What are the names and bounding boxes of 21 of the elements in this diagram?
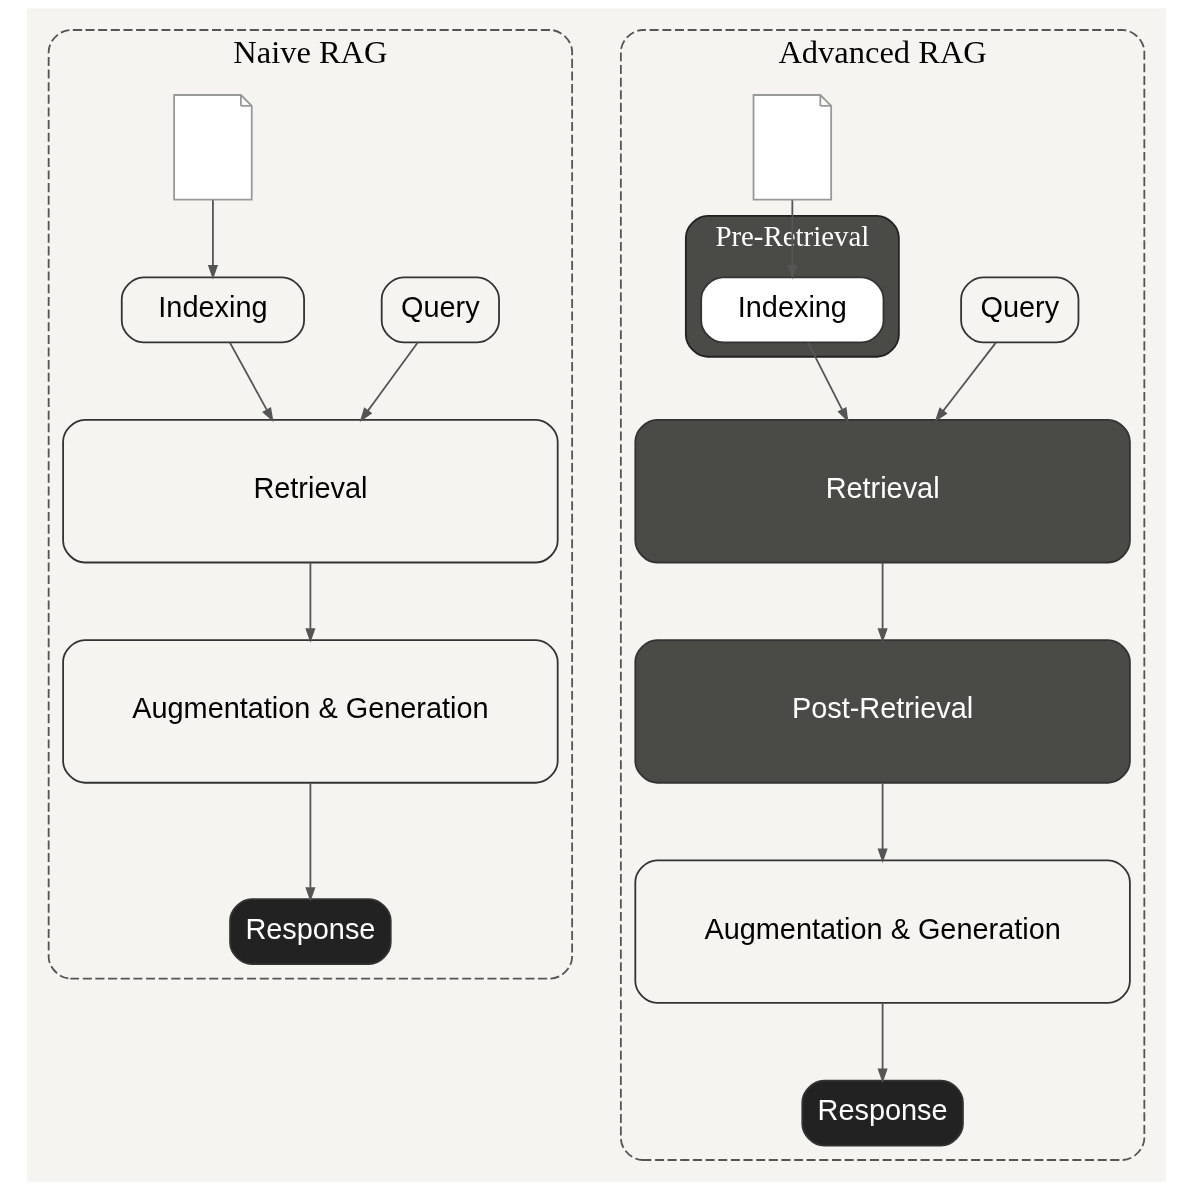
arrow [228, 341, 273, 423]
node-box: Augmentation & Generation [61, 639, 559, 784]
node-box: Retrieval [633, 419, 1131, 564]
node-box: Augmentation & Generation [633, 859, 1131, 1004]
arrow [207, 199, 218, 280]
arrow [877, 561, 888, 643]
arrow [877, 782, 888, 863]
arrow [934, 341, 997, 422]
node-box: Response [800, 1079, 964, 1147]
arrow [359, 341, 419, 422]
node-box: Response [228, 898, 392, 966]
arrow [877, 1002, 888, 1083]
node-box: Retrieval [61, 419, 559, 564]
node-box: Indexing [699, 276, 884, 344]
arrow [786, 199, 797, 280]
arrow [304, 561, 315, 643]
node-box: Indexing [120, 276, 305, 344]
node-box: Query [380, 276, 500, 344]
node-box: Post-Retrieval [633, 639, 1131, 784]
arrow [304, 782, 315, 902]
node-box: Query [959, 276, 1079, 344]
